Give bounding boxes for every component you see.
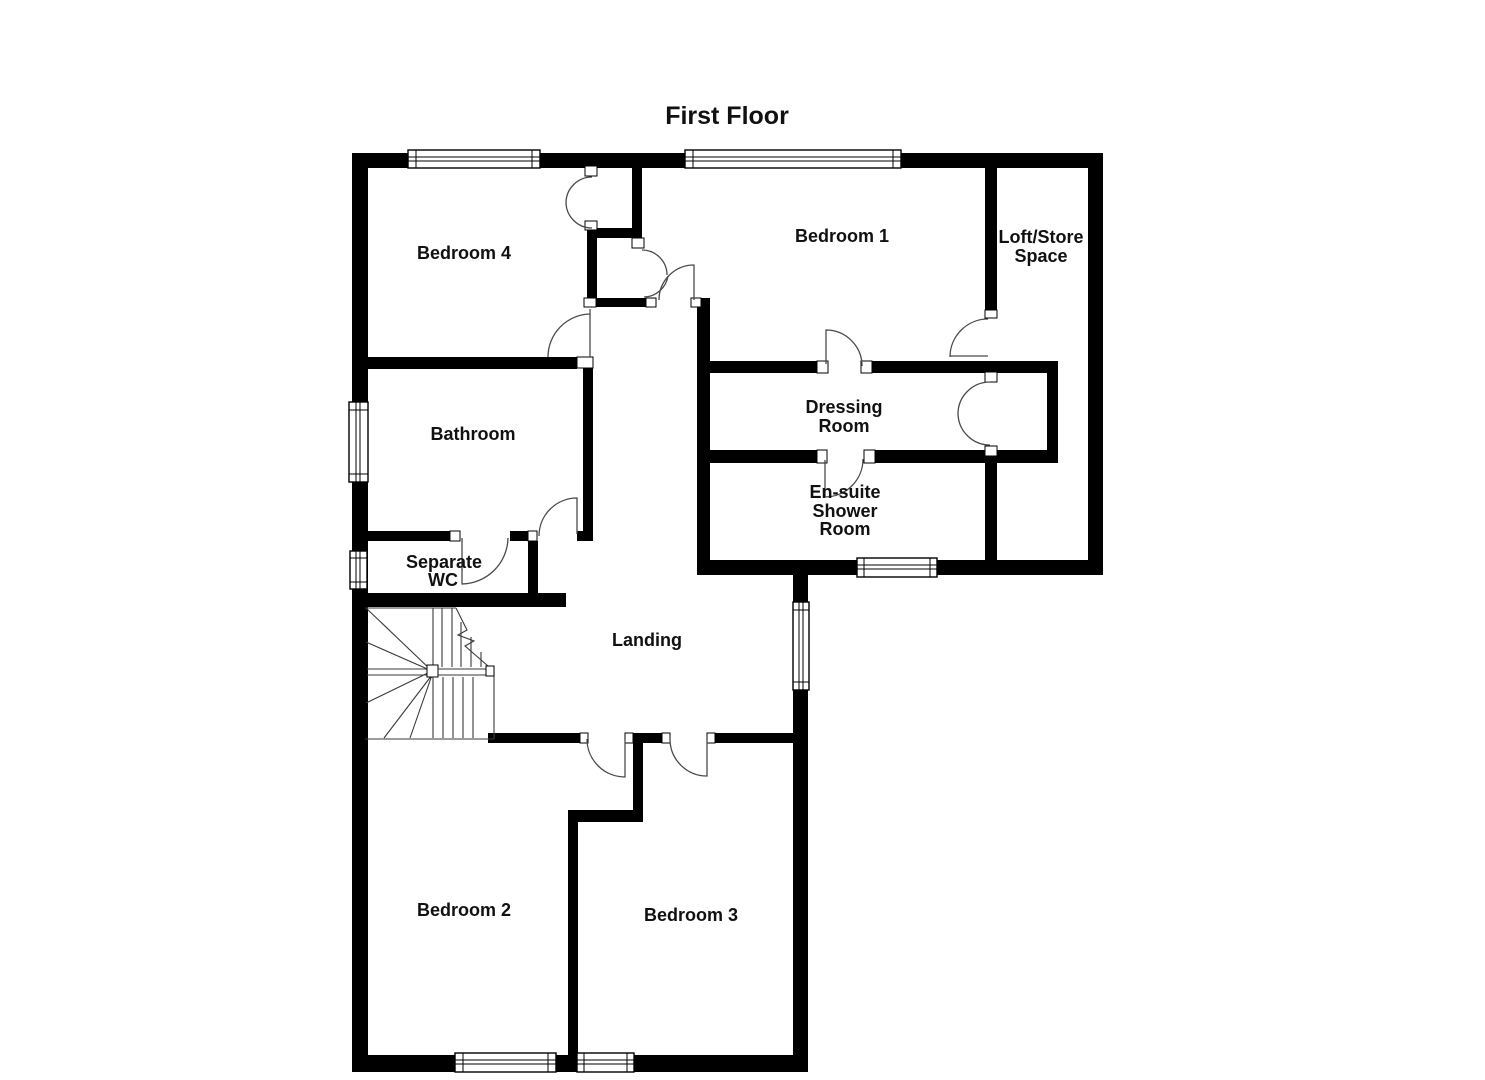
wall-cupboard-bottom <box>595 298 655 307</box>
stair-outline <box>365 607 495 740</box>
room-label-bedroom1: Bedroom 1 <box>795 226 889 246</box>
door-bedroom2 <box>586 738 626 778</box>
door-wardrobe-bedroom4 <box>565 202 593 229</box>
wall-landing-dressing <box>697 298 710 575</box>
stair-rail-end <box>485 665 495 677</box>
wall-landing-bedrooms-c <box>715 733 797 743</box>
wall-landing-bedrooms-a <box>488 733 580 743</box>
wall-bathroom-wc-c <box>577 531 593 541</box>
door-bedroom1 <box>658 264 695 301</box>
wall-bedroom1-dressing-a <box>700 361 817 373</box>
wall-bed2-bed3-upper <box>633 736 643 815</box>
door-closet-dressing <box>957 413 991 446</box>
stair-winders <box>365 607 433 739</box>
window-bedroom4-top <box>407 149 541 169</box>
door-ensuite <box>824 458 864 498</box>
wall-cupboard-mid <box>587 228 642 238</box>
door-closet-dressing <box>957 381 991 415</box>
room-label-loft-store-line2: Space <box>1014 246 1067 266</box>
room-label-ensuite-line3: Room <box>820 519 871 539</box>
door-loft-store <box>949 318 989 358</box>
staircase <box>365 607 495 740</box>
wall-cupboard-right <box>632 165 642 237</box>
room-label-wc-line1: Separate <box>406 552 482 572</box>
window-bedroom3-bottom <box>576 1052 635 1073</box>
room-label-wc-line2: WC <box>428 570 458 590</box>
window-ensuite-bottom <box>856 557 938 578</box>
window-wc-left <box>349 550 368 590</box>
wall-bathroom-wc-a <box>368 531 460 541</box>
window-bedroom1-top <box>684 149 902 169</box>
door-jambs <box>449 165 998 744</box>
wall-bathroom-wc-b <box>510 531 528 541</box>
wall-landing-bedrooms-b <box>633 733 662 743</box>
wall-wc-bottom <box>368 593 566 607</box>
stair-newel-post <box>426 664 439 678</box>
interior-walls <box>368 165 1058 1055</box>
room-label-dressing-line2: Room <box>819 416 870 436</box>
window-landing-right <box>792 601 810 691</box>
room-label-bathroom: Bathroom <box>431 424 516 444</box>
door-bedroom3 <box>669 738 708 777</box>
wall-bedroom1-dressing-b <box>872 361 1057 373</box>
wall-bed2-bed3-jog <box>568 810 643 822</box>
wall-left <box>352 153 368 1072</box>
wall-dressing-ensuite-b <box>875 450 1057 463</box>
wall-bathroom-right <box>583 368 593 531</box>
door-wardrobe-bedroom4 <box>565 176 593 204</box>
room-label-ensuite-line2: Shower <box>812 501 877 521</box>
wall-wc-right <box>528 541 538 601</box>
room-label-bedroom3: Bedroom 3 <box>644 905 738 925</box>
page-title: First Floor <box>665 102 789 130</box>
wall-bedroom4-bathroom <box>368 357 577 369</box>
stair-treads-upper <box>432 608 482 667</box>
wall-bed2-bed3-lower <box>568 815 578 1055</box>
door-airing-cupboard <box>643 275 669 298</box>
door-airing-cupboard <box>641 249 668 276</box>
door-bathroom <box>538 497 578 537</box>
wall-closet-right <box>1047 361 1058 463</box>
wall-dressing-ensuite-a <box>700 450 817 463</box>
wall-loft-left <box>985 165 997 312</box>
door-separate-wc <box>461 537 509 585</box>
room-label-bedroom4: Bedroom 4 <box>417 243 511 263</box>
room-label-ensuite-line1: En-suite <box>809 482 880 502</box>
windows <box>348 149 938 1073</box>
door-dressing-room <box>825 329 863 367</box>
wall-right <box>1088 153 1103 575</box>
stair-break-line <box>455 607 489 667</box>
window-bedroom2-bottom <box>454 1052 557 1073</box>
room-labels: First Floor Bedroom 4 Bedroom 1 Loft/Sto… <box>406 102 1084 925</box>
room-label-dressing-line1: Dressing <box>805 397 882 417</box>
window-bathroom-left <box>348 401 369 483</box>
room-label-bedroom2: Bedroom 2 <box>417 900 511 920</box>
wall-cupboard-left <box>587 238 597 302</box>
room-label-landing: Landing <box>612 630 682 650</box>
stair-treads-lower <box>432 677 474 738</box>
door-swings <box>461 176 991 778</box>
room-label-loft-store-line1: Loft/Store <box>999 227 1084 247</box>
wall-ensuite-right <box>985 463 997 562</box>
door-bedroom4 <box>547 309 591 358</box>
